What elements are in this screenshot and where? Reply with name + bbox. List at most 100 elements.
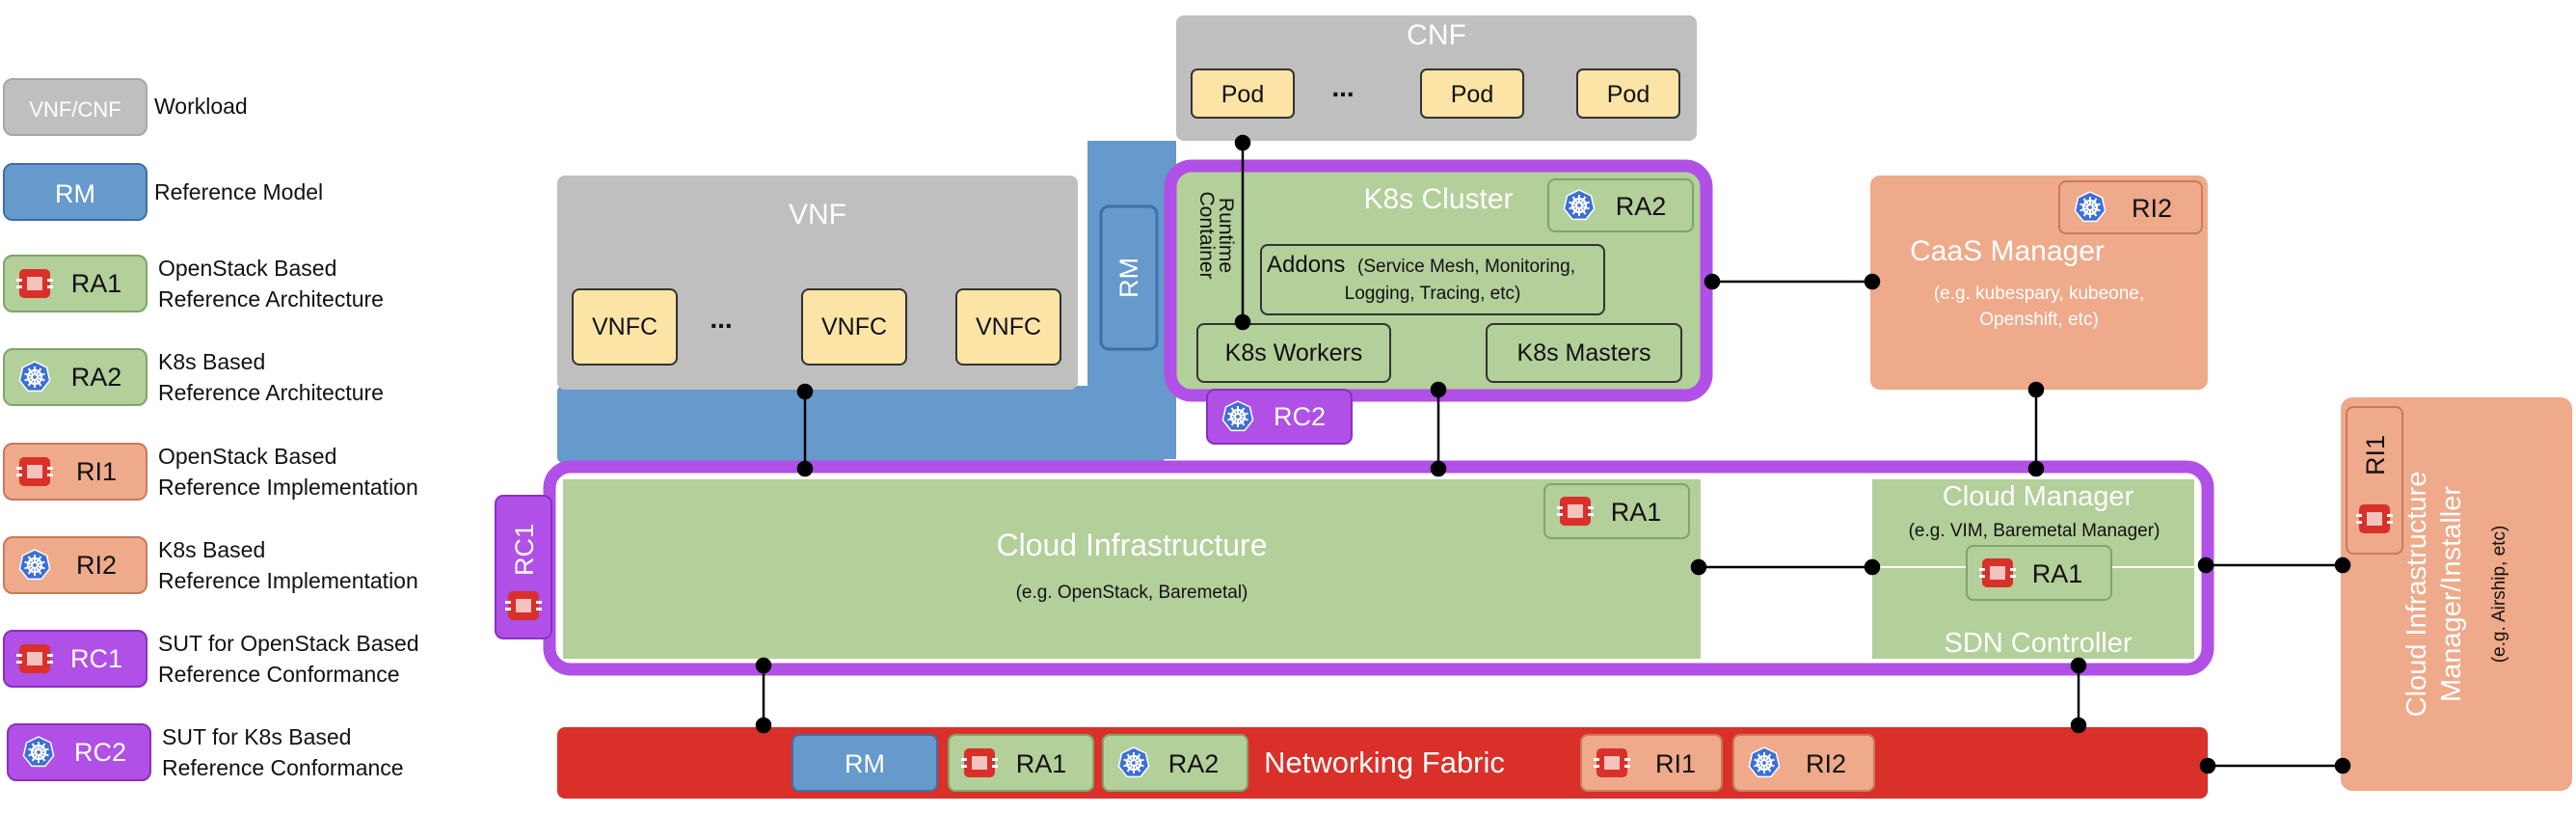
vnf-title: VNF (789, 199, 846, 231)
k8s-workers-label: K8s Workers (1225, 339, 1363, 366)
legend-item-ri2: RI2 K8s Based Reference Implementation (3, 536, 418, 594)
openstack-icon (16, 644, 53, 673)
legend-desc: Workload (154, 94, 248, 119)
rc1-label: RC1 (510, 524, 539, 576)
kubernetes-icon (1221, 399, 1254, 432)
sdn-controller-label: SDN Controller (1945, 628, 2133, 659)
caas-manager: RI2 CaaS Manager (e.g. kubespary, kubeon… (1870, 176, 2208, 390)
openstack-icon (1979, 558, 2016, 587)
legend-desc: OpenStack Based (158, 256, 336, 281)
ra2-label: RA2 (1616, 192, 1667, 221)
legend-item-workload: VNF/CNF Workload (3, 78, 248, 136)
vnfc-box (801, 288, 907, 366)
pod-box (1576, 68, 1680, 119)
ra2-label: RA2 (1168, 749, 1220, 778)
infrastructure-installer: RI1 Cloud Infrastructure Manager/Install… (2341, 397, 2572, 791)
caas-title: CaaS Manager (1910, 235, 2105, 267)
cloud-infrastructure: Cloud Infrastructure (e.g. OpenStack, Ba… (996, 483, 1690, 603)
pod-box (1191, 68, 1295, 119)
fabric-ra2-badge: RA2 (1102, 734, 1248, 792)
legend-item-rc1: RC1 SUT for OpenStack Based Reference Co… (3, 630, 419, 688)
networking-fabric: RM RA1 RA2 Networking Fabric RI1 RI2 (557, 727, 2208, 799)
installer-title: Cloud Infrastructure (2402, 472, 2432, 718)
pod-label: Pod (1607, 81, 1650, 108)
pod-label: Pod (1221, 81, 1264, 108)
openstack-icon (16, 269, 53, 298)
addons-detail: Logging, Tracing, etc) (1345, 284, 1521, 304)
cloud-infrastructure-area (563, 479, 1701, 659)
addons-title: Addons (1267, 252, 1345, 278)
caas-ri2-badge: RI2 (2058, 180, 2203, 234)
rc2-badge: RC2 (1206, 389, 1353, 445)
rm-label: RM (845, 749, 885, 778)
kubernetes-icon (1748, 746, 1781, 778)
kubernetes-icon (1563, 188, 1596, 221)
pod-label: Pod (1451, 81, 1493, 108)
kubernetes-icon (18, 360, 51, 393)
cloud-manager-ra1-badge: RA1 (1966, 545, 2112, 601)
fabric-ri1-badge: RI1 (1580, 734, 1723, 792)
container-runtime-label: Runtime (1215, 198, 1237, 273)
installer-ri1-badge: RI1 (2346, 406, 2403, 555)
legend-badge-label: RI2 (76, 551, 117, 580)
legend-item-ra1: RA1 OpenStack Based Reference Architectu… (3, 255, 384, 312)
k8s-ra2-badge: RA2 (1547, 178, 1694, 232)
fabric-ri2-badge: RI2 (1732, 734, 1875, 792)
ri1-label: RI1 (2361, 435, 2390, 475)
legend-desc: K8s Based (158, 349, 265, 374)
ri2-label: RI2 (2132, 194, 2172, 223)
cloud-manager-title: Cloud Manager (1943, 481, 2134, 512)
k8s-masters-label: K8s Masters (1517, 339, 1651, 366)
fabric-rm-badge: RM (792, 734, 938, 792)
vnfc-label: VNFC (821, 313, 887, 340)
cloud-manager: Cloud Manager (e.g. VIM, Baremetal Manag… (1872, 481, 2194, 659)
openstack-icon (1557, 497, 1594, 526)
rm-vertical-badge: RM (1099, 204, 1159, 351)
legend-badge-label: RM (55, 179, 95, 208)
installer-title: Manager/Installer (2436, 486, 2467, 702)
ra1-label: RA1 (1611, 498, 1662, 527)
openstack-icon (2356, 504, 2393, 533)
rc1-side-badge: RC1 (495, 495, 552, 639)
rc1-frame (543, 460, 2214, 676)
vnfc-label: VNFC (976, 313, 1041, 340)
k8s-workers-box (1196, 323, 1391, 383)
ra1-label: RA1 (2032, 559, 2083, 588)
k8s-masters-box (1486, 323, 1682, 383)
legend-item-ra2: RA2 K8s Based Reference Architecture (3, 348, 384, 406)
legend-item-ri1: RI1 OpenStack Based Reference Implementa… (3, 443, 418, 501)
cnf-ellipsis: ... (1331, 72, 1354, 102)
caas-subtitle: Openshift, etc) (1979, 310, 2099, 330)
legend-badge-label: VNF/CNF (29, 97, 121, 122)
vnf-block: VNF VNFC ... VNFC VNFC (557, 176, 1078, 390)
ra1-label: RA1 (1016, 749, 1067, 778)
legend-desc: Reference Architecture (158, 286, 384, 312)
legend-badge-label: RI1 (76, 457, 117, 486)
caas-subtitle: (e.g. kubespary, kubeone, (1934, 284, 2144, 304)
legend-item-reference-model: RM Reference Model (3, 163, 323, 221)
legend: VNF/CNF Workload RM Reference Model RA1 … (3, 78, 419, 781)
networking-fabric-title: Networking Fabric (1264, 746, 1505, 779)
cloud-infrastructure-subtitle: (e.g. OpenStack, Baremetal) (1016, 583, 1248, 603)
cloud-infrastructure-title: Cloud Infrastructure (996, 528, 1267, 562)
legend-desc: Reference Architecture (158, 380, 384, 405)
legend-badge-label: RA1 (71, 269, 122, 298)
vnfc-box (955, 288, 1061, 366)
cloud-infra-ra1-badge: RA1 (1543, 483, 1690, 539)
kubernetes-icon (18, 548, 51, 581)
vnfc-box (572, 288, 678, 366)
kubernetes-icon (2074, 190, 2106, 223)
k8s-cluster: K8s Cluster RA2 Container Runtime Addons… (1164, 159, 1713, 402)
installer-subtitle: (e.g. Airship, etc) (2489, 526, 2509, 664)
legend-desc: Reference Model (154, 179, 323, 204)
ri1-label: RI1 (1655, 749, 1696, 778)
cloud-manager-subtitle: (e.g. VIM, Baremetal Manager) (1909, 521, 2160, 541)
addons-detail: (Service Mesh, Monitoring, (1357, 257, 1575, 277)
k8s-cluster-title: K8s Cluster (1363, 183, 1513, 215)
vnfc-label: VNFC (592, 313, 657, 340)
legend-desc: Reference Conformance (162, 755, 404, 780)
pod-box (1420, 68, 1524, 119)
legend-desc: Reference Conformance (158, 662, 400, 687)
legend-desc: SUT for OpenStack Based (158, 631, 419, 656)
